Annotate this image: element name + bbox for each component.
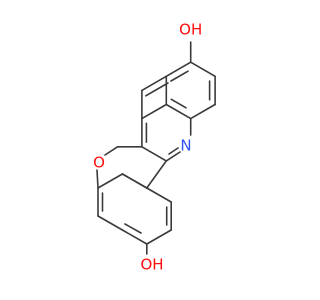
- bond-l6: [97, 215, 124, 231]
- bond-u5: [189, 103, 216, 120]
- ring-lower-benzo: [97, 173, 172, 255]
- structure-canvas: OH O N OH: [0, 0, 300, 300]
- bond-p1: [141, 103, 168, 120]
- bond-l1: [121, 173, 148, 189]
- bond-l5: [121, 229, 148, 245]
- bond-py4: [97, 173, 124, 189]
- label-ring-oxygen: O: [93, 154, 105, 172]
- bond-py3: [96, 169, 99, 189]
- bond-p3: [165, 151, 181, 162]
- vinyl-group: [141, 75, 169, 120]
- bond-vinyl-double-a: [141, 75, 168, 92]
- molecule-diagram: OH O N OH: [0, 0, 300, 300]
- bond-py6: [146, 160, 168, 189]
- ring-upper-benzo: [165, 41, 216, 120]
- bond-u-inner-3: [170, 98, 187, 109]
- bond-py2: [104, 146, 119, 156]
- diagram-background: [0, 0, 300, 300]
- bond-u6: [165, 103, 192, 120]
- bond-l2: [146, 187, 172, 203]
- bond-vinyl-double-b: [145, 82, 169, 97]
- bond-u2: [165, 61, 192, 78]
- bond-p4: [141, 146, 168, 162]
- bond-l-inner-2: [124, 223, 142, 234]
- label-oh-top: OH: [179, 21, 202, 39]
- bond-u3: [189, 61, 216, 78]
- label-ring-nitrogen: N: [180, 137, 191, 155]
- label-oh-bottom: OH: [140, 256, 163, 274]
- ring-pyridine: [141, 103, 192, 162]
- bond-l4: [146, 229, 172, 245]
- bond-u-inner-1: [170, 70, 189, 82]
- bond-p-inner-2: [168, 147, 179, 155]
